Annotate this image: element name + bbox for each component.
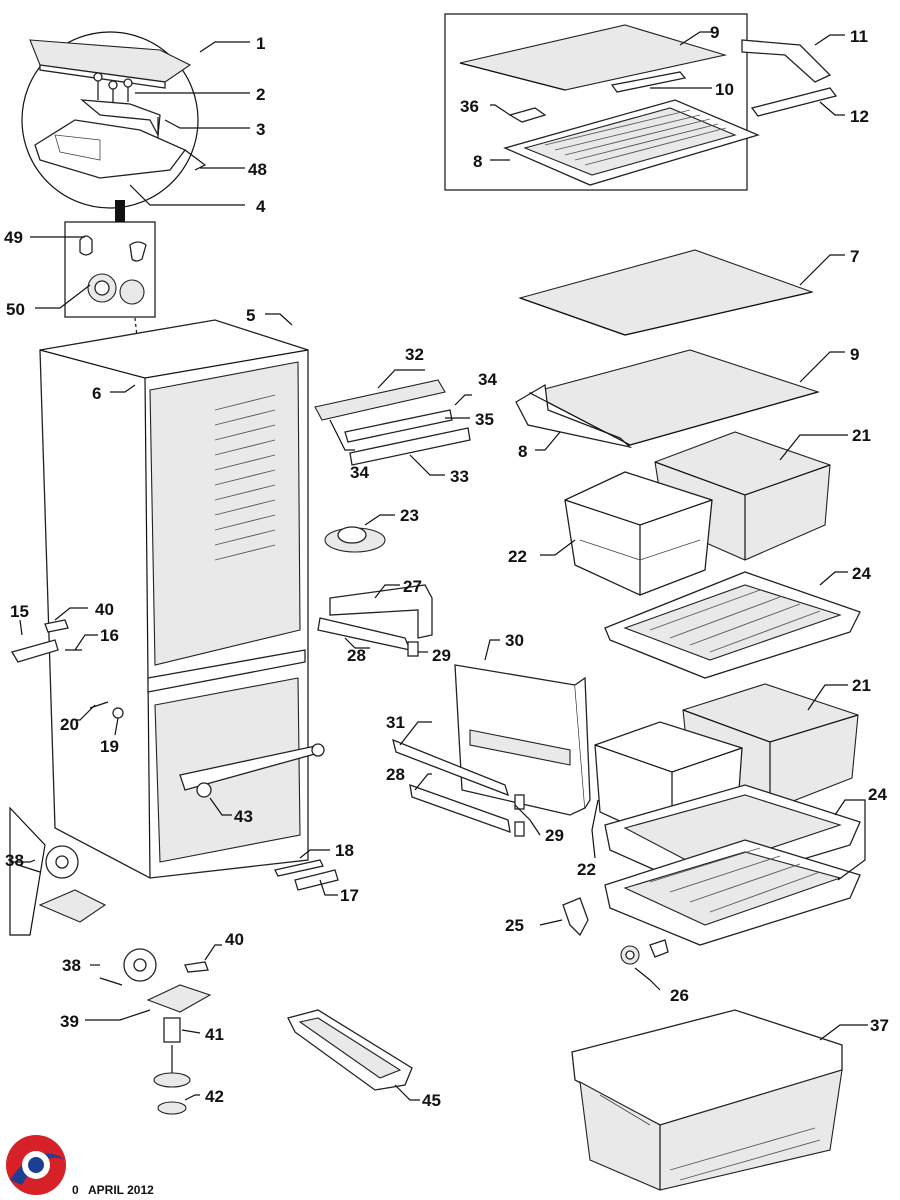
bottom-drawer <box>571 1009 843 1191</box>
part-label-31: 31 <box>386 713 405 732</box>
part-label-40: 40 <box>225 930 244 949</box>
part-label-39: 39 <box>60 1012 79 1031</box>
part-label-38: 38 <box>62 956 81 975</box>
part-label-38-top: 38 <box>5 851 24 870</box>
refrigerator-cabinet <box>39 319 325 879</box>
part-label-34-top: 34 <box>478 370 497 389</box>
door-panel <box>454 664 591 816</box>
part-label-7: 7 <box>850 247 859 266</box>
light-cover-assembly <box>314 379 471 466</box>
fan-unit <box>324 526 386 553</box>
part-label-18: 18 <box>335 841 354 860</box>
drawer-rails-upper <box>317 584 433 657</box>
part-label-37: 37 <box>870 1016 889 1035</box>
drawer-tray-upper <box>604 571 861 679</box>
part-label-34: 34 <box>350 463 369 482</box>
part-label-22-top: 22 <box>508 547 527 566</box>
part-label-48: 48 <box>248 160 267 179</box>
part-label-9: 9 <box>850 345 859 364</box>
part-label-24: 24 <box>868 785 887 804</box>
drawer-rails-lower <box>392 738 525 837</box>
leader-lines <box>10 31 868 1101</box>
part-label-9-top: 9 <box>710 23 719 42</box>
part-label-6: 6 <box>92 384 101 403</box>
drawer-trays-lower <box>604 784 861 946</box>
part-label-28-top: 28 <box>347 646 366 665</box>
part-label-19: 19 <box>100 737 119 756</box>
part-label-21: 21 <box>852 676 871 695</box>
freezer-shelf-box <box>444 13 838 191</box>
part-label-33: 33 <box>450 467 469 486</box>
part-label-45: 45 <box>422 1091 441 1110</box>
part-label-8-top: 8 <box>473 152 482 171</box>
part-label-28: 28 <box>386 765 405 784</box>
part-label-26: 26 <box>670 986 689 1005</box>
part-label-49: 49 <box>4 228 23 247</box>
part-label-8: 8 <box>518 442 527 461</box>
part-label-24-top: 24 <box>852 564 871 583</box>
footer-code: 0 <box>72 1183 79 1197</box>
part-label-50: 50 <box>6 300 25 319</box>
small-fittings <box>562 897 669 965</box>
water-connector-box <box>64 221 156 366</box>
foot-assembly <box>99 948 212 1115</box>
part-label-35: 35 <box>475 410 494 429</box>
part-label-21-top: 21 <box>852 426 871 445</box>
part-label-30: 30 <box>505 631 524 650</box>
part-label-16: 16 <box>100 626 119 645</box>
footer-date: APRIL 2012 <box>88 1183 154 1197</box>
part-label-40-top: 40 <box>95 600 114 619</box>
hinge-detail <box>21 31 207 222</box>
part-label-17: 17 <box>340 886 359 905</box>
part-label-4: 4 <box>256 197 266 216</box>
part-label-3: 3 <box>256 120 265 139</box>
part-label-23: 23 <box>400 506 419 525</box>
drawer-handle <box>287 1009 413 1091</box>
hinge-hardware <box>11 619 124 719</box>
part-labels: 1 2 3 48 4 49 50 5 6 9 10 11 12 36 8 7 9… <box>4 23 889 1110</box>
part-label-41: 41 <box>205 1025 224 1044</box>
crisper-bins-upper <box>564 431 831 596</box>
part-label-11: 11 <box>850 27 868 46</box>
part-label-29-top: 29 <box>432 646 451 665</box>
part-label-36: 36 <box>460 97 479 116</box>
part-label-25: 25 <box>505 916 524 935</box>
part-label-27: 27 <box>403 577 422 596</box>
part-label-15: 15 <box>10 602 29 621</box>
part-label-43: 43 <box>234 807 253 826</box>
part-label-42: 42 <box>205 1087 224 1106</box>
clips-18-17 <box>274 859 339 891</box>
brand-logo <box>6 1135 66 1195</box>
wheel-bracket-left <box>9 806 107 936</box>
shelf-with-frame <box>515 349 820 449</box>
part-label-10: 10 <box>715 80 734 99</box>
part-label-1: 1 <box>256 34 265 53</box>
part-label-32: 32 <box>405 345 424 364</box>
part-label-12: 12 <box>850 107 869 126</box>
part-label-29: 29 <box>545 826 564 845</box>
part-label-22: 22 <box>577 860 596 879</box>
part-label-2: 2 <box>256 85 265 104</box>
part-label-20: 20 <box>60 715 79 734</box>
part-label-5: 5 <box>246 306 255 325</box>
glass-shelf <box>518 249 814 336</box>
